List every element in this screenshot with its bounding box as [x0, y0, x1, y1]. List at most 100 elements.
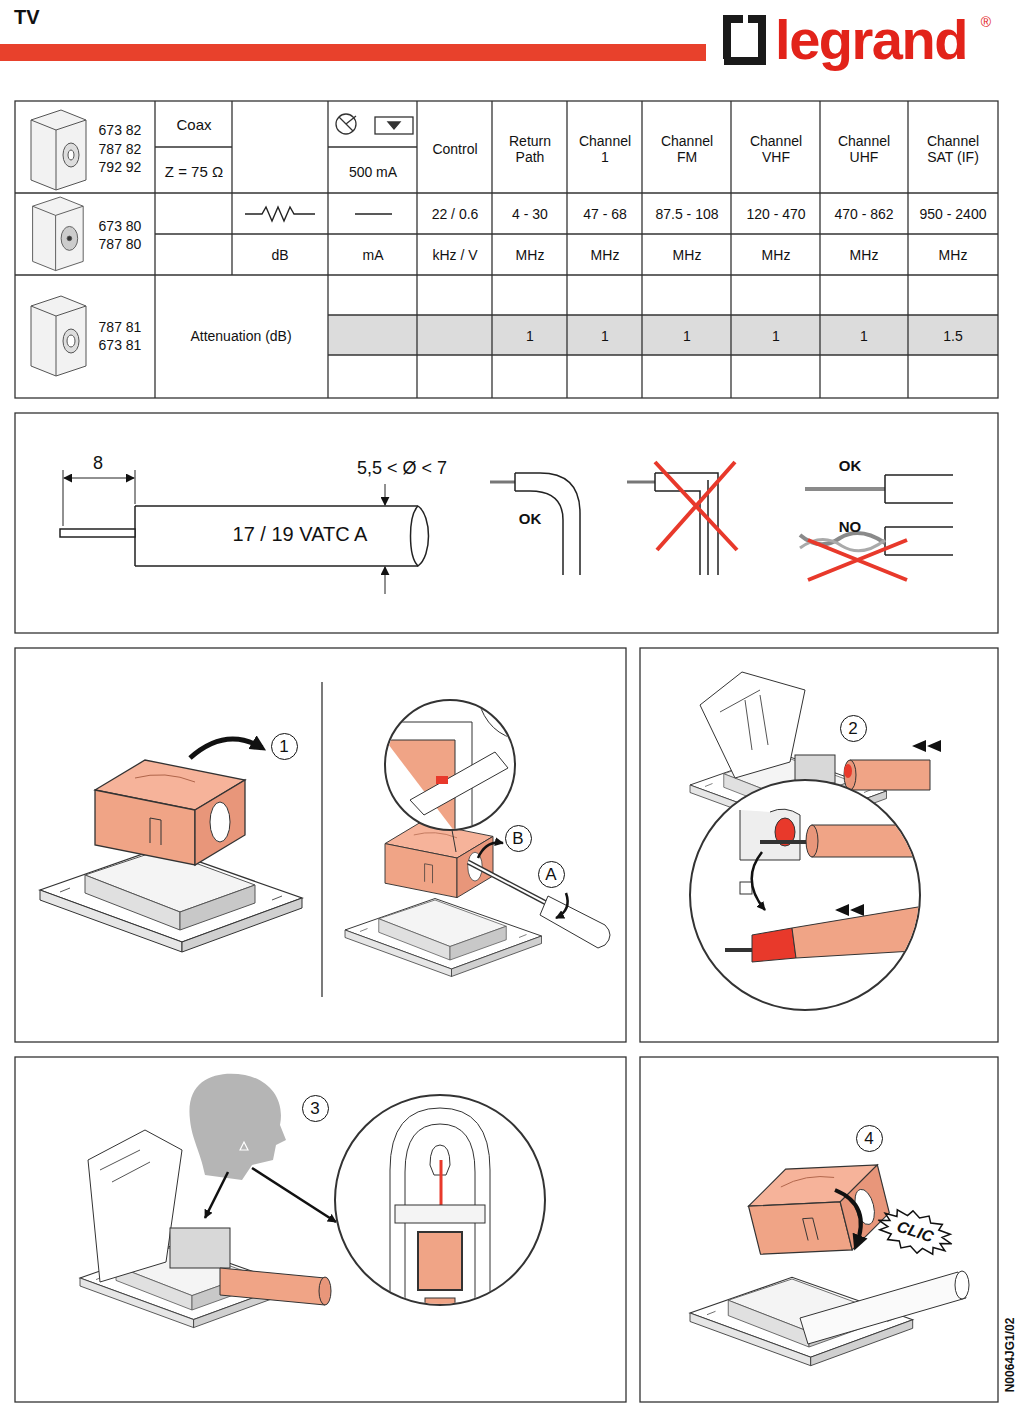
cable-insert-figure	[740, 882, 752, 894]
brand-icon	[723, 15, 766, 65]
spec-table	[15, 192, 998, 193]
table-cell: 4 - 30	[512, 206, 548, 222]
step-one-figure	[95, 760, 245, 865]
dimension: 5,5 < Ø < 7	[357, 458, 447, 479]
step-panel-frame	[15, 1057, 626, 1402]
cap-removal-figure	[385, 822, 493, 898]
visual-check-figure	[390, 1108, 490, 1310]
coax-cable	[411, 506, 429, 566]
product-thumbnail	[63, 143, 79, 167]
cap-removal-figure	[436, 776, 448, 784]
cable-bend-wrong	[627, 462, 737, 575]
satellite-symbol	[336, 114, 356, 134]
dimension-line	[64, 478, 134, 479]
spec-table	[491, 101, 492, 398]
table-header: Attenuation (dB)	[190, 328, 291, 344]
cap-removal-figure	[540, 896, 610, 948]
product-thumbnail	[33, 197, 84, 271]
visual-check-figure	[100, 1150, 150, 1182]
callout-number: 3	[310, 1100, 319, 1117]
callout-circle: 3	[302, 1095, 329, 1122]
cap-removal-figure	[385, 700, 520, 832]
document-code: N0064JG1/02	[1004, 1318, 1018, 1393]
unit-cell: dB	[271, 247, 288, 263]
spec-table	[155, 233, 998, 234]
cable-bend-ok	[490, 473, 580, 575]
table-cell: 22 / 0.6	[432, 206, 479, 222]
cable-bend-wrong	[627, 481, 655, 484]
part-number: 787 80	[99, 236, 142, 252]
product-thumbnail	[31, 296, 86, 376]
visual-check-figure	[80, 1074, 545, 1328]
spec-table	[15, 101, 998, 398]
cable-insert-figure	[700, 672, 805, 778]
table-cell: 470 - 862	[834, 206, 893, 222]
dash-symbol	[355, 214, 392, 215]
conductor-check	[800, 475, 953, 580]
spec-table	[328, 314, 998, 315]
table-cell: 950 - 2400	[920, 206, 987, 222]
table-cell: Z = 75 Ω	[165, 163, 223, 180]
callout-number: 1	[279, 738, 288, 755]
cable-marking: 17 / 19 VATC A	[233, 523, 368, 546]
part-number: 673 82	[99, 122, 142, 138]
spec-table	[819, 101, 820, 398]
dimension-line	[385, 567, 386, 594]
visual-check-figure	[220, 1268, 325, 1305]
cable-bend-ok	[490, 481, 515, 484]
callout-circle: 4	[856, 1125, 883, 1152]
cable-panel-frame	[15, 413, 998, 633]
cable-bend-ok	[515, 491, 563, 575]
spec-table	[328, 146, 417, 147]
spec-table	[641, 101, 642, 398]
step-panel-frame	[15, 648, 626, 1042]
conductor-check	[885, 527, 953, 555]
table-cell: 1	[526, 328, 534, 344]
resistor-symbol	[245, 207, 315, 221]
callout-number: A	[545, 866, 556, 883]
table-cell: 87.5 - 108	[655, 206, 718, 222]
conductor-check	[885, 475, 953, 503]
dimension-line	[63, 470, 64, 526]
callout-circle: A	[538, 861, 565, 888]
unit-cell: MHz	[939, 247, 968, 263]
status-mark: OK	[839, 457, 862, 474]
callout-circle: B	[505, 825, 532, 852]
unit-cell: MHz	[850, 247, 879, 263]
cable-insert-figure	[850, 760, 930, 790]
visual-check-figure	[240, 1142, 248, 1150]
spec-table	[154, 101, 155, 398]
step-panel-frame	[640, 648, 998, 1042]
status-mark: NO	[839, 518, 862, 535]
cable-insert-figure	[844, 760, 856, 790]
visual-check-figure	[319, 1277, 331, 1305]
satellite-symbol	[375, 117, 413, 134]
cable-insert-figure	[912, 740, 941, 752]
visual-check-figure	[390, 1108, 490, 1310]
table-cell: 1	[860, 328, 868, 344]
spec-table	[416, 101, 417, 398]
product-thumbnail	[67, 335, 75, 347]
cap-removal-figure	[345, 700, 610, 977]
cable-insert-figure	[795, 755, 835, 783]
part-number: 673 80	[99, 218, 142, 234]
dimension: 8	[93, 453, 103, 474]
part-number: 673 81	[99, 337, 142, 353]
cap-removal-figure	[452, 830, 456, 852]
spec-table	[328, 354, 998, 355]
cable-bend-ok	[515, 473, 580, 575]
unit-cell: kHz / V	[432, 247, 477, 263]
cable-bend-wrong	[655, 473, 718, 575]
unit-cell: MHz	[591, 247, 620, 263]
visual-check-figure	[88, 1130, 182, 1282]
callout-number: B	[512, 830, 523, 847]
table-cell: 120 - 470	[746, 206, 805, 222]
table-cell: 47 - 68	[583, 206, 627, 222]
cap-removal-figure	[478, 843, 503, 858]
cap-close-figure	[835, 1190, 861, 1246]
sound-burst: CLIC	[871, 1200, 958, 1264]
step-one-figure	[40, 848, 302, 952]
table-cell: 1.5	[943, 328, 962, 344]
step-panel-frame	[640, 1057, 998, 1402]
